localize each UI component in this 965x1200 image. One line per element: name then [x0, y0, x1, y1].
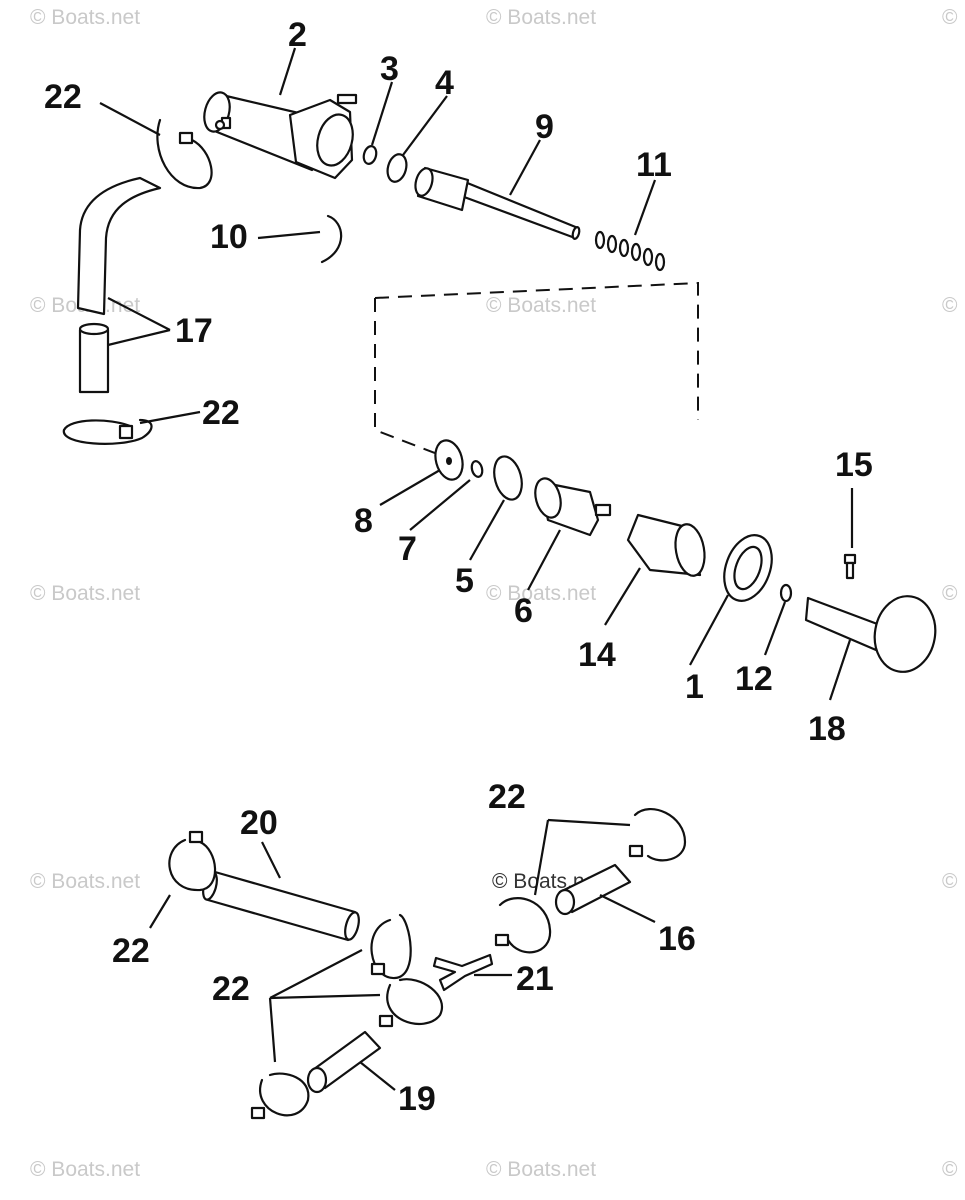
callout-7: 7: [398, 530, 417, 568]
part-3-o-ring: [362, 145, 378, 165]
copyright-mark: ©: [942, 1158, 958, 1181]
callout-22: 22: [202, 394, 240, 432]
watermark: © Boats.net: [486, 582, 596, 605]
leader-lines: [99, 47, 854, 1091]
callout-16: 16: [658, 920, 696, 958]
callout-12: 12: [735, 660, 773, 698]
callout-5: 5: [455, 562, 474, 600]
part-10-retaining-ring: [320, 214, 343, 264]
callouts: 2 3 4 9 11 22 10 17 22 15 8 7 5 6 14 1 1…: [44, 16, 873, 1118]
part-20-hose: [202, 870, 360, 942]
callout-3: 3: [380, 50, 399, 88]
callout-14: 14: [578, 636, 616, 674]
watermark: © Boats.net: [30, 870, 140, 893]
assembly-guide: [374, 281, 699, 456]
watermark: © Boats.net: [30, 1158, 140, 1181]
callout-4: 4: [435, 64, 454, 102]
part-17-hose: [76, 176, 162, 394]
part-22-clamp: [62, 418, 153, 445]
callout-22: 22: [44, 78, 82, 116]
part-12-o-ring: [779, 583, 793, 603]
part-15-screw: [843, 553, 857, 580]
watermark: © Boats.net: [486, 1158, 596, 1181]
callout-10: 10: [210, 218, 248, 256]
part-21-tee-fitting: [432, 953, 494, 992]
copyright-mark: ©: [942, 582, 958, 605]
watermarks: © Boats.net © Boats.net © Boats.net © Bo…: [30, 6, 958, 1181]
callout-1: 1: [685, 668, 704, 706]
part-7-o-ring: [470, 460, 484, 478]
part-9-plunger: [414, 166, 581, 240]
callout-21: 21: [516, 960, 554, 998]
part-14-nut: [626, 513, 706, 577]
part-11-spring: [594, 230, 666, 272]
watermark: © Boats.net: [486, 6, 596, 29]
part-4-o-ring: [386, 153, 408, 183]
part-22-clamp: [628, 808, 687, 862]
callout-2: 2: [288, 16, 307, 54]
callout-15: 15: [835, 446, 873, 484]
part-16-hose: [554, 863, 632, 916]
part-5-o-ring: [493, 455, 523, 501]
watermark: © Boats.net: [30, 582, 140, 605]
part-6-valve: [534, 477, 612, 537]
callout-6: 6: [514, 592, 533, 630]
callout-22: 22: [112, 932, 150, 970]
part-1-plate: [723, 534, 773, 602]
part-22-clamp: [168, 830, 217, 892]
callout-11: 11: [636, 146, 672, 184]
callout-8: 8: [354, 502, 373, 540]
callout-17: 17: [175, 312, 213, 350]
copyright-mark: ©: [942, 870, 958, 893]
part-22-clamp: [156, 118, 213, 190]
callout-20: 20: [240, 804, 278, 842]
part-22-clamp: [250, 1072, 310, 1120]
callout-22: 22: [212, 970, 250, 1008]
copyright-mark: ©: [942, 6, 958, 29]
part-19-hose: [306, 1030, 382, 1094]
callout-19: 19: [398, 1080, 436, 1118]
part-22-clamp: [370, 913, 412, 980]
watermark: © Boats.net: [30, 6, 140, 29]
callout-22: 22: [488, 778, 526, 816]
part-8-washer: [434, 439, 464, 481]
callout-18: 18: [808, 710, 846, 748]
part-22-clamp: [378, 978, 444, 1028]
callout-9: 9: [535, 108, 554, 146]
part-18-knob: [804, 595, 937, 673]
part-2-primer-body: [203, 91, 358, 180]
copyright-mark: ©: [942, 294, 958, 317]
watermark: © Boats.net: [486, 294, 596, 317]
part-22-clamp: [494, 897, 552, 954]
